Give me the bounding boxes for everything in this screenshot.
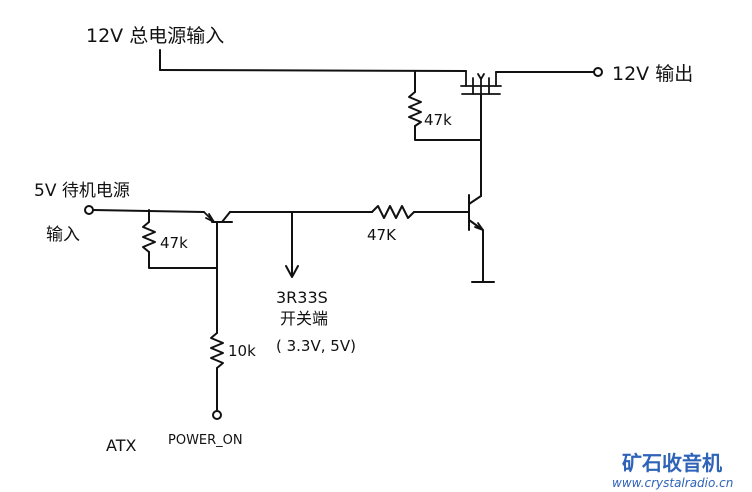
label-r-top: 47k (424, 111, 452, 129)
watermark-brand: 矿石收音机 (622, 451, 722, 475)
watermark-url: www.crystalradio.cn (612, 476, 733, 490)
resistor-47k-base-left (142, 221, 156, 253)
wire-r-top-lower (414, 125, 482, 141)
wire-12v-main-rail (159, 69, 467, 72)
resistor-47k-base-right (371, 205, 415, 219)
npn-transistor-left (203, 211, 233, 236)
label-output-12v: 12V 输出 (612, 63, 693, 85)
label-input-12v: 12V 总电源输入 (86, 25, 224, 47)
label-switch-end: 开关端 (280, 309, 328, 328)
mosfet-p-channel (460, 70, 502, 95)
terminal-5v-input (84, 205, 94, 215)
terminal-12v-output (593, 67, 603, 77)
label-standby-5v-input: 输入 (46, 225, 80, 245)
label-r-base-left: 47k (160, 234, 188, 252)
arrow-switch (285, 265, 299, 278)
label-r-pull: 10k (228, 342, 256, 360)
label-r-base-right: 47K (367, 226, 397, 244)
terminal-power-on (212, 410, 222, 420)
label-power-on: POWER_ON (168, 433, 243, 448)
label-standby-5v: 5V 待机电源 (34, 181, 130, 201)
label-atx: ATX (106, 436, 136, 455)
resistor-47k-top (408, 91, 422, 127)
wire-r-left-bottom (148, 251, 218, 269)
label-switch-part: 3R33S (276, 288, 328, 307)
npn-transistor-right (468, 194, 495, 283)
resistor-10k (210, 332, 224, 369)
label-switch-voltages: ( 3.3V, 5V) (276, 337, 356, 355)
